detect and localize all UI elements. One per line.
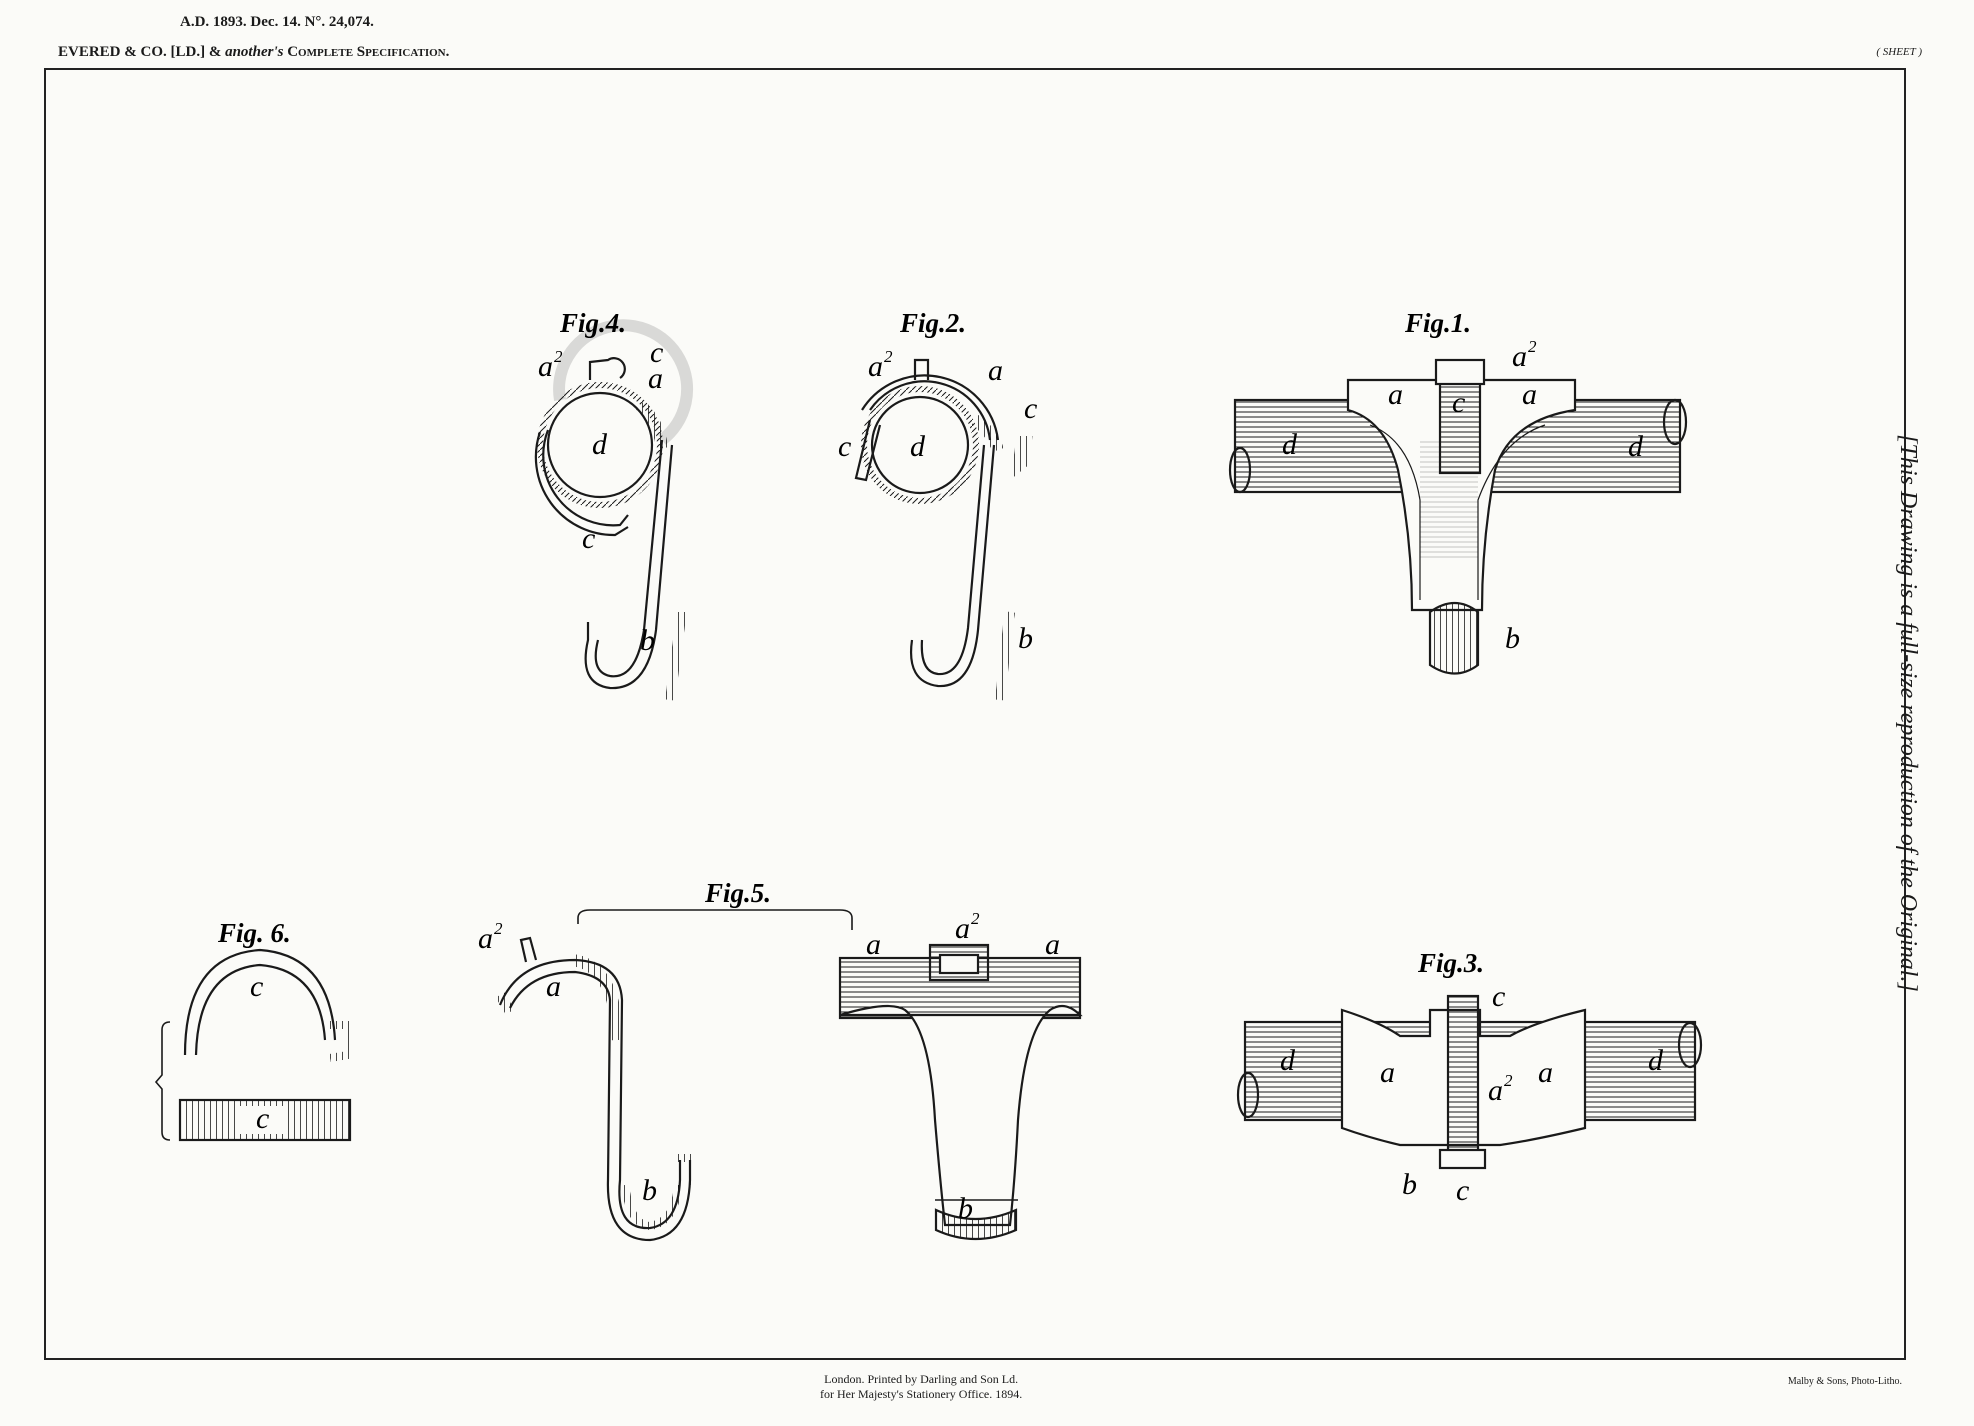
fig5-label-a2-saddle: a [955,912,970,945]
lithographer-credit: Malby & Sons, Photo-Litho. [1787,1376,1902,1387]
fig5-label-a2-sup: 2 [494,919,503,938]
printer-credit: London. Printed by Darling and Son Ld. f… [820,1372,1022,1402]
fig2-label-a: a [988,354,1003,387]
figure-5 [495,909,1083,1242]
fig6-title: Fig. 6. [217,918,291,948]
fig5-label-a2: a [478,922,493,955]
fig3-label-a2-sup: 2 [1504,1071,1513,1090]
fig1-label-a-right: a [1522,378,1537,411]
fig6-label-c-band: c [256,1102,269,1135]
fig4-label-a2: a [538,350,553,383]
fig6-label-c-top: c [250,970,263,1003]
fig3-title: Fig.3. [1417,948,1484,978]
fig3-label-b: b [1402,1168,1417,1201]
fig3-label-a2: a [1488,1074,1503,1107]
fig3-label-d-right: d [1648,1044,1664,1077]
sheet-label: ( SHEET ) [1876,46,1922,58]
fig4-label-c-top: c [650,336,663,369]
fig3-label-c-bottom: c [1456,1174,1469,1207]
fig2-label-a2: a [868,350,883,383]
fig4-label-c-bottom: c [582,522,595,555]
specification-type: Complete Specification. [287,44,450,60]
fig5-label-b-saddle: b [958,1192,973,1225]
fig2-label-c-left: c [838,430,851,463]
fig5-label-a-hook: a [546,970,561,1003]
fig4-title: Fig.4. [559,308,626,338]
figure-2 [854,358,1033,701]
fig1-label-c: c [1452,386,1465,419]
specification-header: EVERED & CO. [LD.] & another's Complete … [58,44,449,61]
figure-4 [534,319,694,701]
fig5-label-a-right: a [1045,928,1060,961]
fig1-label-a2: a [1512,340,1527,373]
fig1-label-a-left: a [1388,378,1403,411]
fig3-label-d-left: d [1280,1044,1296,1077]
fig4-label-a2-sup: 2 [554,347,563,366]
figure-1 [1228,358,1688,675]
fig2-label-c-right: c [1024,392,1037,425]
fig5-label-b-hook: b [642,1174,657,1207]
printer-line-1: London. Printed by Darling and Son Ld. [824,1372,1019,1386]
fig1-label-d-right: d [1628,430,1644,463]
fig1-title: Fig.1. [1404,308,1471,338]
figure-3 [1236,994,1703,1170]
printer-line-2: for Her Majesty's Stationery Office. 189… [820,1387,1023,1401]
patent-number-header: A.D. 1893. Dec. 14. N°. 24,074. [180,14,374,30]
fig3-label-a-left: a [1380,1056,1395,1089]
fig5-label-a2-saddle-sup: 2 [971,909,980,928]
fig2-title: Fig.2. [899,308,966,338]
fig4-label-d: d [592,428,608,461]
fig3-label-c-top: c [1492,980,1505,1013]
fig3-label-a-right: a [1538,1056,1553,1089]
fig2-label-a2-sup: 2 [884,347,893,366]
fig4-label-a: a [648,362,663,395]
applicant-name: EVERED & CO. [LD.] & [58,44,222,60]
reproduction-note: [This Drawing is a full-size reproductio… [1895,434,1921,992]
fig5-title: Fig.5. [704,878,771,908]
fig4-label-b: b [640,624,655,657]
fig1-label-d-left: d [1282,428,1298,461]
applicant-other: another's [225,44,284,60]
fig2-label-b: b [1018,622,1033,655]
drawing-frame [44,68,1906,1360]
fig1-label-a2-sup: 2 [1528,337,1537,356]
fig5-label-a-left: a [866,928,881,961]
figure-6 [154,948,352,1142]
fig2-label-d: d [910,430,926,463]
fig1-label-b: b [1505,622,1520,655]
